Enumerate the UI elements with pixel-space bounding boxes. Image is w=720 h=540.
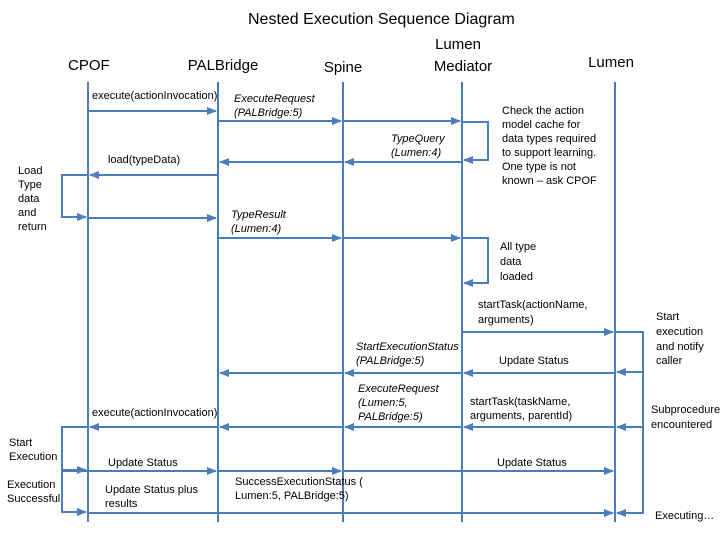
msg-executerequest-name: ExecuteRequest: [234, 93, 315, 105]
self-load-return: [61, 174, 88, 221]
msg-update-status-3: Update Status: [497, 457, 567, 469]
note-start-2: execution: [656, 326, 704, 338]
note-cache-5: One type is not: [502, 161, 576, 173]
note-cache-3: data types required: [502, 133, 597, 145]
msg-update-status-1: Update Status: [499, 355, 569, 367]
note-cache-4: to support learning.: [502, 147, 597, 159]
msg-startexecstatus-id: (PALBridge:5): [356, 355, 425, 367]
note-cache-1: Check the action: [502, 105, 584, 117]
note-sub-2: encountered: [651, 419, 713, 431]
msg-success-status-b: Lumen:5, PALBridge:5): [235, 490, 349, 502]
lifeline-head-mediator-line2: Mediator: [433, 58, 493, 75]
msg-starttask-2a: startTask(taskName,: [470, 396, 571, 408]
note-sub-1: Subprocedure: [651, 404, 720, 416]
msg-starttask-1b: arguments): [478, 314, 534, 326]
msg-typequery-id: (Lumen:4): [391, 147, 442, 159]
lifeline-head-spine: Spine: [323, 59, 363, 76]
msg-update-results-b: results: [105, 498, 138, 510]
lifeline-head-cpof: CPOF: [68, 57, 110, 74]
note-cache-6: known – ask CPOF: [502, 175, 597, 187]
msg-success-status-a: SuccessExecutionStatus (: [235, 476, 363, 488]
note-cache-2: model cache for: [502, 119, 581, 131]
note-load-4: and: [18, 207, 37, 219]
msg-execute-1: execute(actionInvocation): [92, 90, 218, 102]
lifeline-head-mediator-line1: Lumen: [435, 36, 481, 53]
note-startexec-1: Start: [9, 437, 33, 449]
msg-executerequest-2-id2: PALBridge:5): [358, 411, 423, 423]
msg-update-status-2: Update Status: [108, 457, 178, 469]
self-all-loaded: [462, 237, 489, 287]
msg-update-results-a: Update Status plus: [105, 484, 198, 496]
diagram-title: Nested Execution Sequence Diagram: [248, 11, 515, 28]
note-startexec-2: Execution: [9, 451, 58, 463]
self-subprocedure: [616, 372, 644, 431]
msg-execute-2: execute(actionInvocation): [92, 407, 218, 419]
msg-executerequest-2-id1: (Lumen:5,: [358, 397, 408, 409]
note-start-1: Start: [656, 311, 680, 323]
lifeline-head-lumen: Lumen: [588, 54, 634, 71]
note-load-5: return: [18, 221, 47, 233]
self-cache-check: [462, 121, 489, 164]
lifeline-head-palbridge: PALBridge: [187, 57, 259, 74]
note-start-3: and notify: [656, 341, 704, 353]
self-start-notify: [615, 331, 644, 376]
note-success-2: Successful: [7, 493, 61, 505]
msg-load: load(typeData): [108, 154, 181, 166]
msg-typequery-name: TypeQuery: [391, 133, 445, 145]
msg-starttask-2b: arguments, parentId): [470, 410, 573, 422]
note-load-2: Type: [18, 179, 42, 191]
msg-typeresult-id: (Lumen:4): [231, 223, 282, 235]
note-alltype-1: All type: [500, 241, 537, 253]
note-start-4: caller: [656, 355, 683, 367]
note-success-1: Execution: [7, 479, 56, 491]
note-load-3: data: [18, 193, 40, 205]
msg-typeresult-name: TypeResult: [231, 209, 286, 221]
note-executing: Executing…: [655, 510, 715, 522]
msg-executerequest-id: (PALBridge:5): [234, 107, 303, 119]
self-executing: [616, 427, 644, 517]
self-start-execution: [61, 426, 88, 474]
note-load-1: Load: [18, 165, 43, 177]
msg-executerequest-2-name: ExecuteRequest: [358, 383, 439, 395]
self-execution-successful: [61, 470, 88, 516]
msg-starttask-1a: startTask(actionName,: [478, 299, 588, 311]
msg-startexecstatus-name: StartExecutionStatus: [356, 341, 459, 353]
note-alltype-3: loaded: [500, 271, 534, 283]
note-alltype-2: data: [500, 256, 522, 268]
